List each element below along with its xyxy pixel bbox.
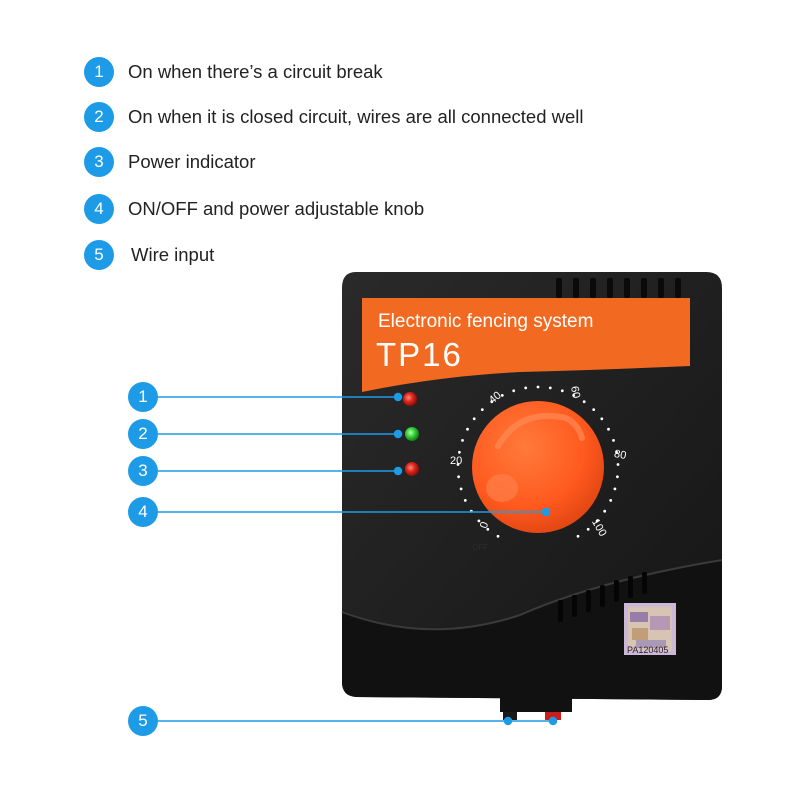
lower-vents — [558, 572, 647, 622]
dial-dot — [548, 386, 552, 390]
label-line1: Electronic fencing system — [378, 311, 593, 332]
callout-dot-2 — [393, 429, 403, 439]
dial-dot — [582, 400, 586, 404]
off-label: OFF — [472, 543, 488, 552]
brand-label — [362, 298, 690, 392]
dial-dot — [480, 408, 484, 411]
led-power — [405, 462, 419, 476]
dial-dot — [472, 417, 476, 421]
dial-scale — [456, 385, 620, 538]
top-vents — [556, 278, 681, 298]
legend-text: On when there’s a circuit break — [128, 61, 383, 82]
legend-item-4: 4 ON/OFF and power adjustable knob — [84, 194, 424, 224]
dial-label-20: 20 — [450, 455, 462, 467]
callout-dot-3 — [393, 466, 403, 476]
legend-number: 3 — [84, 147, 114, 177]
knob-grip-arc — [495, 412, 585, 449]
dial-dot — [616, 475, 619, 479]
legend-item-5: 5 Wire input — [84, 240, 214, 270]
dial-dot — [616, 463, 620, 466]
dial-dot — [461, 439, 464, 442]
sticker-code: PA120405 — [627, 645, 668, 655]
callout-5: 5 — [128, 706, 158, 736]
legend-text: On when it is closed circuit, wires are … — [128, 106, 584, 127]
dial-dot — [458, 450, 461, 454]
dial-dot — [490, 400, 494, 404]
callout-dot-1 — [393, 392, 403, 402]
dial-dot — [500, 394, 504, 397]
callout-1: 1 — [128, 382, 158, 412]
legend-item-2: 2 On when it is closed circuit, wires ar… — [84, 102, 584, 132]
dial-dot — [572, 394, 576, 397]
dial-label-0: 0 — [478, 520, 491, 530]
callout-dot-5a — [503, 716, 513, 726]
dial-dot — [595, 519, 599, 523]
dial-dot — [576, 534, 580, 538]
device-lower-panel — [342, 560, 722, 700]
terminal-black — [503, 712, 517, 720]
dial-dot — [486, 527, 490, 531]
terminal-red — [545, 712, 561, 720]
legend-number: 5 — [84, 240, 114, 270]
dial-dot — [456, 463, 460, 466]
led-circuit-break — [403, 392, 417, 406]
power-knob — [472, 401, 604, 533]
dial-dot — [609, 499, 613, 502]
label-line2: TP16 — [376, 336, 463, 373]
callout-3: 3 — [128, 456, 158, 486]
legend-item-1: 1 On when there’s a circuit break — [84, 57, 383, 87]
legend-number: 2 — [84, 102, 114, 132]
dial-dot — [560, 389, 564, 393]
callout-4: 4 — [128, 497, 158, 527]
dial-dot — [615, 450, 618, 454]
dial-dot — [477, 519, 481, 523]
dial-dot — [524, 386, 528, 390]
callout-2: 2 — [128, 419, 158, 449]
dial-dot — [603, 509, 607, 513]
dial-dot — [466, 427, 469, 431]
dial-label-60: 60 — [568, 385, 582, 399]
callout-dot-5b — [548, 716, 558, 726]
legend-number: 4 — [84, 194, 114, 224]
dial-dot — [457, 475, 460, 479]
legend-text: Power indicator — [128, 151, 256, 172]
dial-dot — [600, 417, 604, 421]
dial-label-80: 80 — [613, 448, 627, 462]
dial-dot — [592, 408, 596, 411]
dial-dot — [613, 487, 617, 491]
legend-item-3: 3 Power indicator — [84, 147, 256, 177]
knob-highlight — [486, 474, 518, 502]
dial-dot — [496, 534, 500, 538]
dial-dot — [607, 427, 610, 431]
dial-dot — [459, 487, 463, 491]
dial-dot — [586, 527, 590, 531]
dial-dot — [536, 385, 540, 389]
led-closed-circuit — [405, 427, 419, 441]
hologram-sticker: PA120405 — [624, 603, 676, 655]
dial-dot — [512, 389, 516, 393]
legend-text: ON/OFF and power adjustable knob — [128, 198, 425, 219]
legend-number: 1 — [84, 57, 114, 87]
callout-dot-4 — [541, 507, 551, 517]
dial-dot — [463, 499, 467, 502]
legend-text: Wire input — [131, 244, 215, 265]
dial-dot — [612, 439, 615, 442]
terminal-housing — [500, 698, 572, 712]
